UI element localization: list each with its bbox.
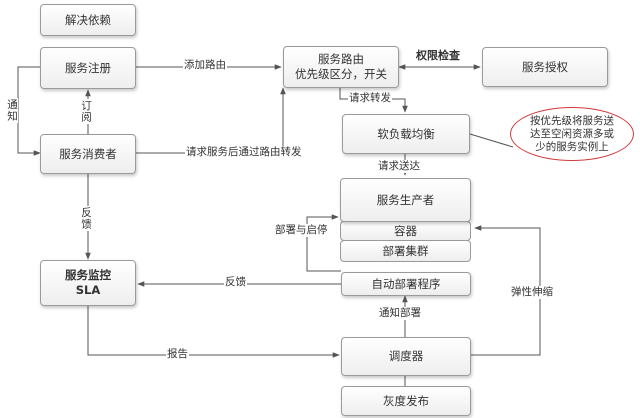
subscribe-label: 订阅	[79, 99, 92, 124]
load-balance-callout: 按优先级将服务送 达至空闲资源多或 少的服务实例上	[510, 107, 634, 161]
service-consumer-label: 服务消费者	[59, 146, 117, 161]
service-auth-node: 服务授权	[482, 47, 608, 87]
edge-deploy-restart	[306, 214, 341, 272]
edge-report	[87, 306, 340, 358]
gray-release-label: 灰度发布	[383, 393, 429, 408]
service-register-node: 服务注册	[40, 47, 136, 89]
add-route-label: 添加路由	[183, 59, 227, 72]
service-producer-label: 服务生产者	[376, 192, 435, 207]
deploy-restart-label: 部署与启停	[274, 224, 329, 237]
service-auth-label: 服务授权	[522, 59, 568, 74]
request-via-route-label: 请求服务后通过路由转发	[185, 146, 303, 159]
service-monitor-label: 服务监控 SLA	[65, 268, 111, 297]
resolve-dependency-node: 解决依赖	[40, 4, 136, 36]
container-node: 容器	[340, 221, 471, 241]
permission-check-label: 权限检查	[416, 49, 460, 62]
service-monitor-node: 服务监控 SLA	[40, 260, 136, 306]
notify-deploy-label: 通知部署	[378, 307, 422, 320]
soft-load-balance-node: 软负载均衡	[342, 114, 470, 154]
report-label: 报告	[166, 348, 189, 361]
auto-deploy-label: 自动部署程序	[371, 276, 441, 291]
deploy-cluster-node: 部署集群	[340, 240, 471, 262]
service-routing-node: 服务路由 优先级区分，开关	[283, 46, 399, 88]
callout-text: 按优先级将服务送 达至空闲资源多或 少的服务实例上	[530, 114, 614, 153]
gray-release-node: 灰度发布	[341, 386, 471, 416]
request-deliver-label: 请求送达	[377, 160, 421, 173]
scheduler-node: 调度器	[341, 337, 471, 376]
edge-consumer-to-routing	[136, 87, 286, 154]
deploy-feedback-label: 反馈	[224, 276, 247, 289]
edge-notify	[17, 66, 41, 156]
container-label: 容器	[394, 223, 417, 238]
request-forward-label: 请求转发	[348, 92, 392, 105]
service-routing-label: 服务路由 优先级区分，开关	[295, 52, 387, 81]
soft-load-balance-label: 软负载均衡	[377, 126, 435, 141]
resolve-dependency-label: 解决依赖	[65, 12, 111, 27]
callout-connector	[469, 133, 514, 148]
service-consumer-node: 服务消费者	[40, 134, 136, 174]
deploy-cluster-label: 部署集群	[382, 244, 429, 258]
consumer-feedback-label: 反馈	[79, 206, 92, 231]
auto-deploy-node: 自动部署程序	[341, 272, 471, 296]
elastic-scaling-label: 弹性伸缩	[510, 286, 554, 299]
notify-label: 通知	[5, 98, 18, 123]
scheduler-label: 调度器	[388, 349, 424, 363]
service-register-label: 服务注册	[65, 60, 111, 75]
service-producer-node: 服务生产者	[340, 178, 471, 222]
